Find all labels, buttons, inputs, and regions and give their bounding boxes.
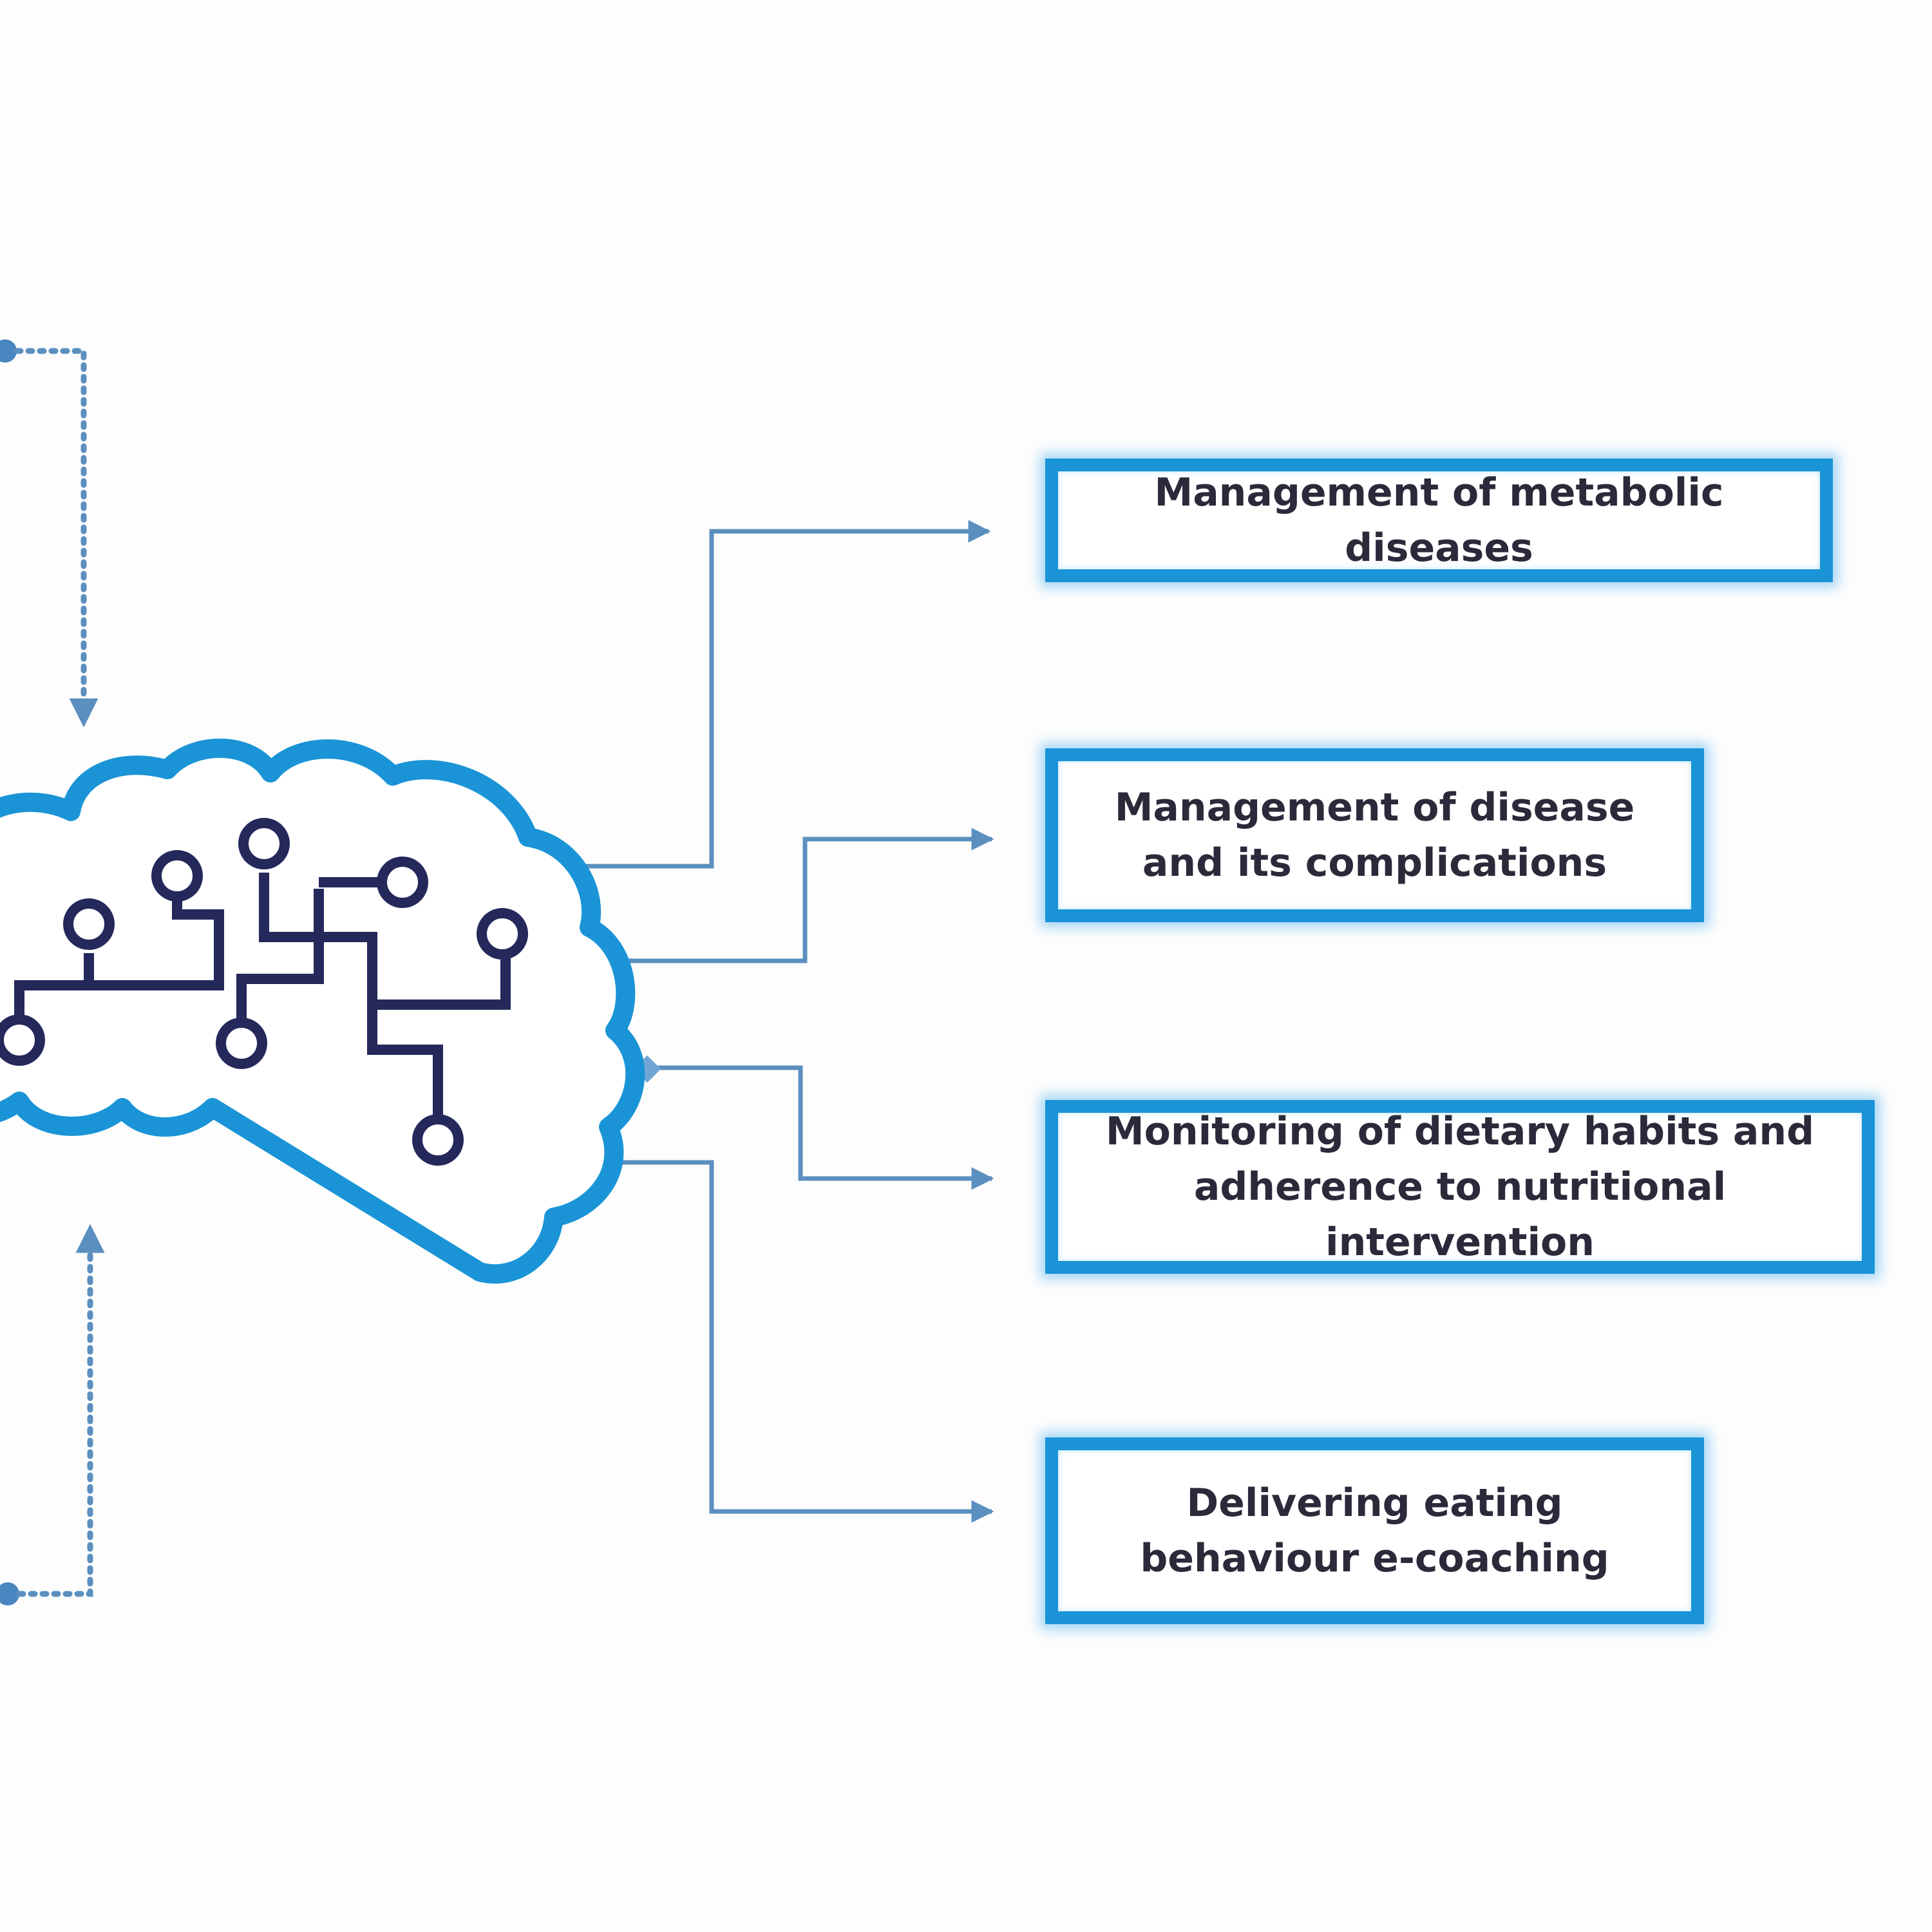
cloud-brain-circuit-icon [0, 738, 645, 1284]
circuit-node [216, 1018, 267, 1069]
circuit-node [412, 1114, 464, 1166]
output-box-label: Management of disease and its complicati… [1114, 785, 1635, 886]
input-connector-bottom-line [16, 1224, 105, 1597]
circuit-node [63, 898, 115, 950]
connector-to-box-1 [609, 828, 994, 963]
output-box-metabolic-diseases: Management of metabolic diseases [1045, 459, 1833, 582]
output-box-disease-complications: Management of disease and its complicati… [1045, 748, 1704, 922]
input-connector-bottom-node [0, 1582, 19, 1605]
circuit-node [477, 908, 528, 960]
output-box-e-coaching: Delivering eating behaviour e-coaching [1045, 1437, 1704, 1624]
connector-to-box-0 [567, 520, 991, 869]
connector-to-box-3 [609, 1160, 994, 1523]
input-connector-top-line [14, 348, 99, 728]
circuit-node [151, 850, 203, 902]
connector-to-box-2 [649, 1065, 994, 1190]
input-connector-bottom [0, 1224, 105, 1605]
circuit-node [238, 818, 290, 869]
output-box-label: Delivering eating behaviour e-coaching [1140, 1481, 1609, 1581]
cloud-outline [0, 738, 645, 1284]
circuit-node [377, 857, 428, 908]
output-box-label: Monitoring of dietary habits and adheren… [1105, 1109, 1815, 1265]
input-connector-top-node [0, 339, 17, 363]
circuit-traces [14, 873, 511, 1124]
output-box-label: Management of metabolic diseases [1154, 470, 1724, 571]
output-box-dietary-monitoring: Monitoring of dietary habits and adheren… [1045, 1100, 1875, 1274]
circuit-nodes [0, 818, 528, 1166]
input-connector-top [0, 339, 99, 728]
circuit-node [0, 1014, 45, 1066]
